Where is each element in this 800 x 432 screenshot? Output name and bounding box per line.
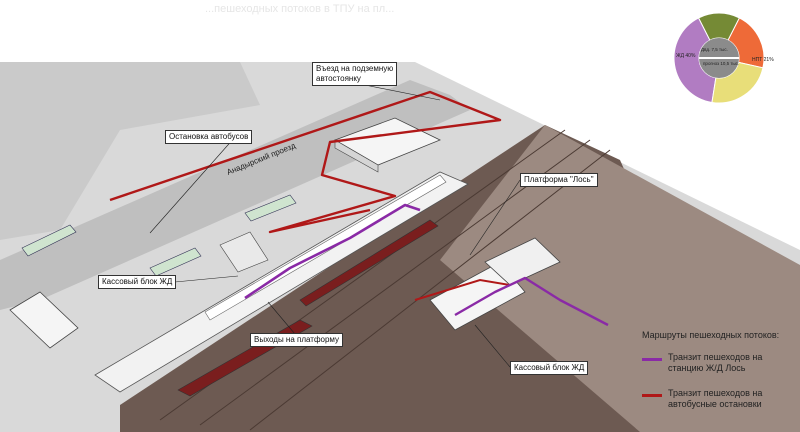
platform-label: Платформа "Лось" xyxy=(524,175,594,184)
callout-bus-stop: Остановка автобусов xyxy=(165,130,253,144)
pie-chart xyxy=(673,12,765,104)
bus-1 xyxy=(21,224,77,257)
purple-route xyxy=(244,203,421,300)
bus-2 xyxy=(244,194,297,222)
legend-item-bus-transit: Транзит пешеходов на автобусные остановк… xyxy=(642,388,798,410)
parking-building-side xyxy=(334,139,379,173)
red-route xyxy=(109,90,502,234)
callout-platform: Платформа "Лось" xyxy=(520,173,598,187)
platform-losy xyxy=(94,171,469,393)
callout-platform-exits: Выходы на платформу xyxy=(250,333,344,347)
ticket-office-left-label: Кассовый блок ЖД xyxy=(102,277,173,286)
left-pavilion xyxy=(9,291,79,349)
legend-swatch-purple xyxy=(642,358,662,361)
pie-center-line1: Двд. 7,5 тыс. xyxy=(701,47,728,52)
embankment xyxy=(440,125,800,432)
surrounding-area xyxy=(0,62,260,240)
ticket-office-annex xyxy=(484,237,561,286)
purple-route-right xyxy=(454,276,609,327)
legend: Маршруты пешеходных потоков: Транзит пеш… xyxy=(642,330,798,424)
parking-entry-line1: Въезд на подземную xyxy=(316,64,394,73)
legend-item-rail-transit: Транзит пешеходов на станцию Ж/Д Лось xyxy=(642,352,798,374)
legend-label-bus-transit: Транзит пешеходов на автобусные остановк… xyxy=(668,388,763,409)
pie-center-divider xyxy=(699,57,739,59)
bus-stop-label: Остановка автобусов xyxy=(169,132,249,141)
callout-ticket-office-left: Кассовый блок ЖД xyxy=(98,275,177,289)
red-route-right xyxy=(414,278,511,301)
legend-title: Маршруты пешеходных потоков: xyxy=(642,330,780,340)
legend-label-rail-transit: Транзит пешеходов на станцию Ж/Д Лось xyxy=(668,352,763,373)
bus-3 xyxy=(149,247,202,277)
pie-center-line2: прогноз 10,5 тыс. xyxy=(703,61,740,66)
platform-exits-label: Выходы на платформу xyxy=(254,335,340,344)
legend-swatch-red xyxy=(642,394,662,397)
pie-label-npt: НПТ 21% xyxy=(752,57,774,63)
pie-label-rail: ЖД 40% xyxy=(676,53,696,59)
ticket-office-building xyxy=(429,261,526,331)
callout-ticket-office-right: Кассовый блок ЖД xyxy=(510,361,589,375)
train-far xyxy=(299,219,439,307)
ticket-office-left xyxy=(219,231,269,273)
parking-entry-line2: автостоянку xyxy=(316,74,361,83)
ticket-office-right-label: Кассовый блок ЖД xyxy=(514,363,585,372)
title-fragment: ...пешеходных потоков в ТПУ на пл... xyxy=(205,3,394,15)
callout-parking-entry: Въезд на подземную автостоянку xyxy=(312,62,398,86)
